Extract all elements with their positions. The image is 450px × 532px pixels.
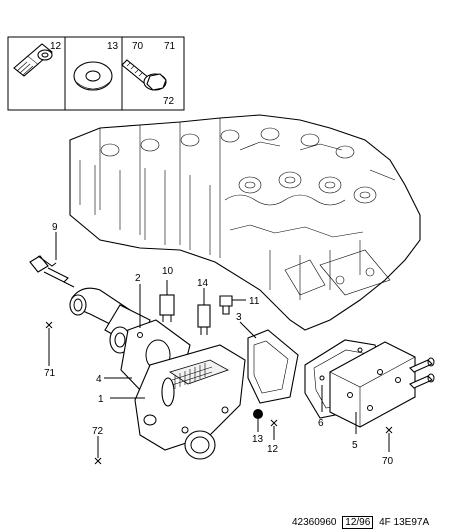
flange-bolt-icon [121, 59, 167, 91]
reference-footer: 42360960 12/96 4F 13E97A [292, 516, 430, 529]
callout-13: 13 [252, 434, 264, 445]
inset-label-12: 12 [50, 41, 62, 52]
inset-label-71: 71 [164, 41, 176, 52]
fastener-mark-70 [385, 426, 393, 452]
callout-3: 3 [236, 312, 242, 323]
gasket-3 [247, 329, 299, 404]
reference-code: 42360960 [292, 517, 337, 528]
fastener-mark-72 [94, 436, 102, 465]
callout-70: 70 [382, 456, 394, 467]
callout-5: 5 [352, 440, 358, 451]
callout-6: 6 [318, 418, 324, 429]
washer-icon [73, 61, 113, 91]
reference-date: 12/96 [342, 516, 374, 529]
callout-4: 4 [96, 374, 102, 385]
inset-label-13: 13 [107, 41, 119, 52]
cylinder-head-illustration [69, 114, 421, 331]
socket-head-bolt-icon [13, 43, 53, 77]
sensor-14 [197, 288, 211, 335]
callout-9: 9 [52, 222, 58, 233]
callout-10: 10 [162, 266, 174, 277]
heat-exchanger-5 [329, 341, 435, 428]
callout-14: 14 [197, 278, 209, 289]
sensor-10 [159, 280, 175, 322]
callout-2: 2 [135, 273, 141, 284]
fastener-mark-71 [45, 321, 53, 366]
callout-11: 11 [249, 296, 260, 307]
inset-label-72: 72 [163, 96, 175, 107]
callout-12: 12 [267, 444, 279, 455]
reference-id: 4F 13E97A [379, 517, 430, 528]
fastener-inset: 12 13 70 71 72 [7, 36, 185, 111]
inset-label-70: 70 [132, 41, 144, 52]
fastener-mark-12 [270, 419, 278, 440]
temperature-sensor-9 [29, 232, 75, 288]
washer-dot-13 [253, 409, 263, 432]
callout-1: 1 [98, 394, 104, 405]
water-outlet-housing-1 [134, 344, 246, 460]
plug-11 [219, 295, 246, 315]
callout-71: 71 [44, 368, 56, 379]
callout-72: 72 [92, 426, 104, 437]
